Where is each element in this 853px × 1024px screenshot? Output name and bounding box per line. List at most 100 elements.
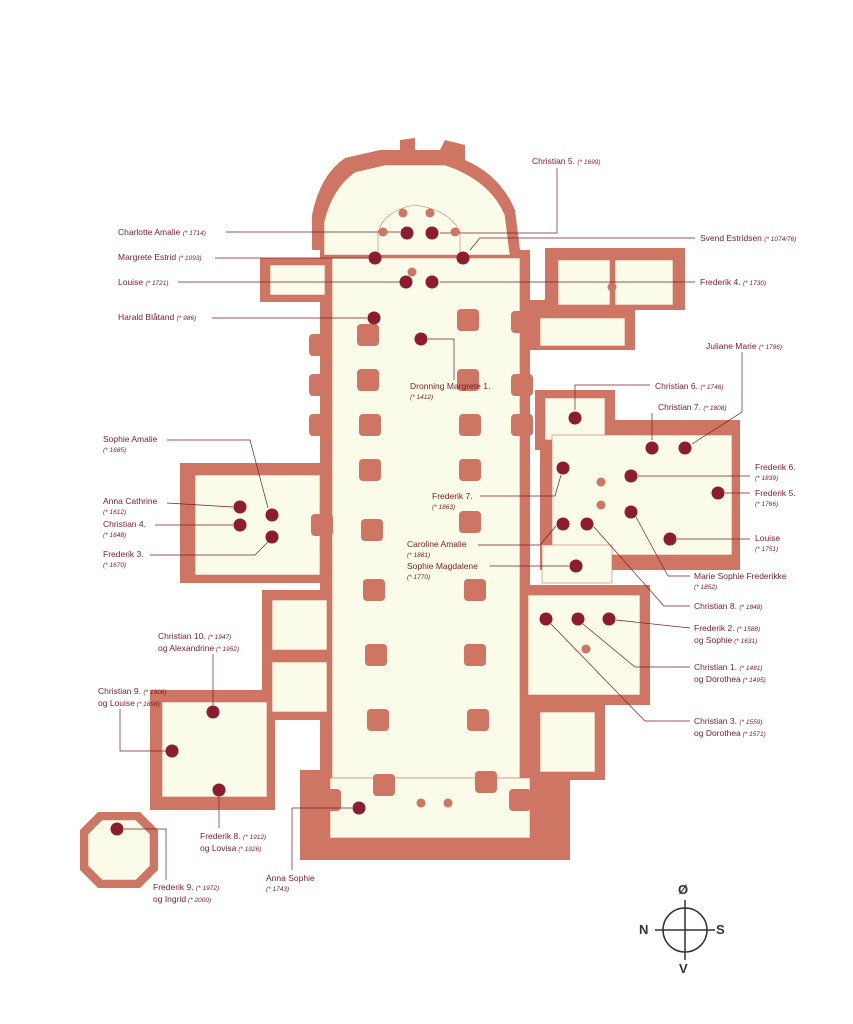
tomb-marker[interactable]	[456, 251, 470, 265]
tomb-label-christian8[interactable]: Christian 8. (* 1848)	[694, 601, 763, 613]
tomb-year: (* 1912)	[243, 834, 267, 841]
tomb-marker[interactable]	[425, 275, 439, 289]
tomb-marker[interactable]	[110, 822, 124, 836]
tomb-label-harald[interactable]: Harald Blåtand (* 986)	[118, 312, 196, 324]
tomb-year: (* 1648)	[103, 532, 127, 539]
tomb-name: Frederik 3.	[103, 549, 144, 559]
south-east-lower-floor	[539, 711, 596, 773]
tomb-label-sophie-magdalene[interactable]: Sophie Magdalene(* 1770)	[407, 561, 478, 583]
tomb-label-svend[interactable]: Svend Estridsen (* 1074/76)	[700, 233, 796, 245]
leader-line	[291, 807, 352, 870]
tomb-label-christian6[interactable]: Christian 6. (* 1746)	[655, 381, 724, 393]
tomb-label-frederik2[interactable]: Frederik 2. (* 1588)og Sophie (* 1631)	[694, 623, 760, 647]
pillar	[459, 459, 481, 481]
tomb-label-louise1751[interactable]: Louise(* 1751)	[755, 533, 780, 555]
tomb-label-christian4[interactable]: Christian 4.(* 1648)	[103, 519, 146, 541]
tomb-label-margrete-estrid[interactable]: Margrete Estrid (* 1093)	[118, 252, 202, 264]
pillar	[457, 369, 479, 391]
tomb-label-margrete1[interactable]: Dronning Margrete 1.(* 1412)	[410, 381, 490, 403]
tomb-marker[interactable]	[556, 517, 570, 531]
tomb-marker[interactable]	[233, 500, 247, 514]
tomb-marker[interactable]	[367, 311, 381, 325]
tomb-marker[interactable]	[711, 486, 725, 500]
tomb-name: Margrete Estrid	[118, 252, 177, 262]
tomb-label-sophie-amalie[interactable]: Sophie Amalie(* 1685)	[103, 434, 157, 456]
tomb-label-juliane[interactable]: Juliane Marie (* 1796)	[706, 341, 782, 353]
tomb-label-frederik9[interactable]: Frederik 9. (* 1972)og Ingrid (* 2000)	[153, 882, 219, 906]
tomb-marker[interactable]	[571, 612, 585, 626]
tomb-marker[interactable]	[233, 518, 247, 532]
tomb-label-anna-sophie[interactable]: Anna Sophie(* 1743)	[266, 873, 315, 895]
tomb-marker[interactable]	[602, 612, 616, 626]
tomb-marker[interactable]	[165, 744, 179, 758]
tomb-year: (* 1796)	[758, 344, 783, 351]
tomb-label-marie-sophie[interactable]: Marie Sophie Frederikke(* 1852)	[694, 571, 787, 593]
minor-marker	[416, 798, 426, 808]
tomb-marker[interactable]	[265, 508, 279, 522]
tomb-year: (* 1588)	[737, 626, 761, 633]
tomb-year: (* 1881)	[407, 552, 431, 559]
tomb-marker[interactable]	[678, 441, 692, 455]
tomb-name: Frederik 6.	[755, 462, 796, 472]
tomb-marker[interactable]	[352, 801, 366, 815]
tomb-year: (* 1839)	[755, 475, 779, 482]
tomb-marker[interactable]	[569, 559, 583, 573]
tomb-label-christian7[interactable]: Christian 7. (* 1808)	[658, 402, 727, 414]
pillar	[509, 789, 531, 811]
tomb-marker[interactable]	[556, 461, 570, 475]
apse-inner-floor	[377, 204, 461, 256]
tomb-marker[interactable]	[580, 517, 594, 531]
pillar	[459, 511, 481, 533]
leader-line	[469, 237, 695, 251]
tomb-name: Christian 8.	[694, 601, 737, 611]
tomb-label-frederik6[interactable]: Frederik 6. (* 1839)	[755, 462, 796, 484]
tomb-marker[interactable]	[568, 411, 582, 425]
tomb-marker[interactable]	[400, 226, 414, 240]
leader-line	[478, 525, 557, 546]
tomb-marker[interactable]	[425, 226, 439, 240]
tomb-label-frederik5[interactable]: Frederik 5.(* 1766)	[755, 488, 796, 510]
pillar	[311, 514, 333, 536]
tomb-label-christian9[interactable]: Christian 9. (* 1906)og Louise (* 1898)	[98, 686, 167, 710]
west-chapel-b-floor	[271, 599, 328, 651]
tomb-label-christian3[interactable]: Christian 3. (* 1559)og Dorothea (* 1571…	[694, 716, 766, 740]
leader-line	[593, 526, 690, 607]
tomb-name: Christian 7.	[658, 402, 701, 412]
pillar	[464, 644, 486, 666]
tomb-marker[interactable]	[663, 532, 677, 546]
tomb-marker[interactable]	[539, 612, 553, 626]
tomb-marker[interactable]	[399, 275, 413, 289]
tomb-label-anna-cathrine[interactable]: Anna Cathrine(* 1612)	[103, 496, 157, 518]
north-chapel-floor	[269, 264, 326, 296]
tomb-label-christian5[interactable]: Christian 5. (* 1699)	[532, 156, 601, 168]
south-east-chapel-floor	[551, 434, 733, 556]
tomb-year: (* 1481)	[739, 665, 763, 672]
tomb-name: Frederik 8.	[200, 831, 241, 841]
tomb-name: Christian 3.	[694, 716, 737, 726]
tomb-marker[interactable]	[645, 441, 659, 455]
tomb-marker[interactable]	[624, 469, 638, 483]
tomb-name: Christian 9.	[98, 686, 141, 696]
tomb-marker[interactable]	[265, 530, 279, 544]
pillar	[357, 369, 379, 391]
tomb-label-frederik8[interactable]: Frederik 8. (* 1912)og Lovisa (* 1926)	[200, 831, 266, 855]
leader-line	[124, 828, 167, 880]
tomb-label-christian10[interactable]: Christian 10. (* 1947)og Alexandrine (* …	[158, 631, 239, 655]
tomb-label-frederik4[interactable]: Frederik 4. (* 1730)	[700, 277, 766, 289]
tomb-label-charlotte[interactable]: Charlotte Amalie (* 1714)	[118, 227, 206, 239]
tomb-label-frederik7[interactable]: Frederik 7.(* 1863)	[432, 491, 473, 513]
tomb-marker[interactable]	[624, 505, 638, 519]
pillar	[309, 374, 331, 396]
tomb-marker[interactable]	[414, 332, 428, 346]
tomb-label-christian1[interactable]: Christian 1. (* 1481)og Dorothea (* 1495…	[694, 662, 766, 686]
tomb-marker[interactable]	[206, 705, 220, 719]
tomb-marker[interactable]	[368, 251, 382, 265]
tomb-marker[interactable]	[212, 783, 226, 797]
pillar	[467, 709, 489, 731]
tomb-label-louise1721[interactable]: Louise (* 1721)	[118, 277, 169, 289]
tomb-year: (* 1863)	[432, 504, 456, 511]
tomb-year: (* 1412)	[410, 394, 434, 401]
tomb-label-frederik3[interactable]: Frederik 3.(* 1670)	[103, 549, 144, 571]
tomb-label-caroline[interactable]: Caroline Amalie(* 1881)	[407, 539, 467, 561]
